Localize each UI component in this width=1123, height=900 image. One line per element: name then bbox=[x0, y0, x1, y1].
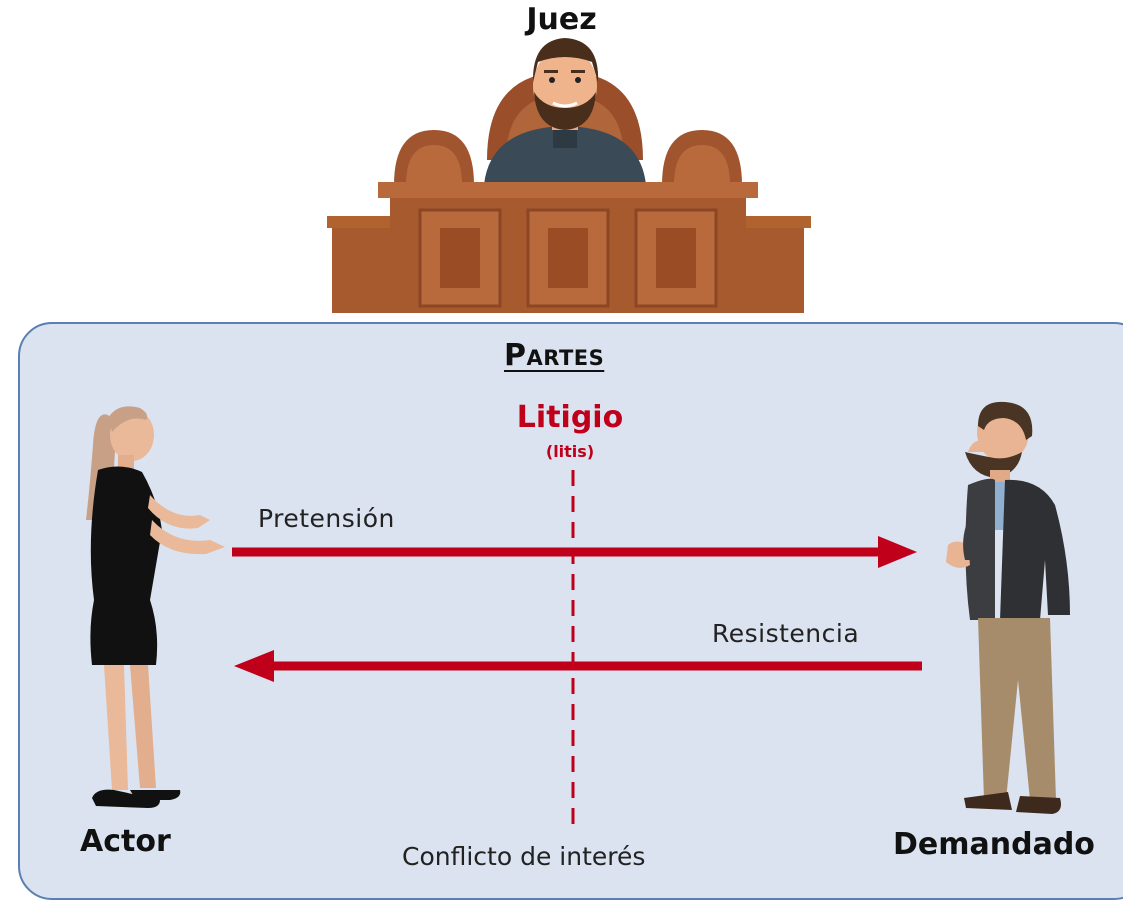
judge-robe bbox=[484, 126, 646, 185]
conflict-label: Conflicto de interés bbox=[402, 842, 646, 871]
defendant-figure bbox=[946, 401, 1070, 814]
claim-arrow bbox=[232, 536, 917, 568]
litigation-title: Litigio bbox=[516, 400, 624, 435]
resistance-arrow bbox=[234, 650, 922, 682]
claim-label: Pretensión bbox=[258, 504, 395, 533]
defendant-label: Demandado bbox=[893, 827, 1095, 862]
judge-illustration bbox=[327, 38, 811, 313]
resistance-label: Resistencia bbox=[712, 619, 860, 648]
parties-title: Partes bbox=[504, 338, 605, 373]
actor-label: Actor bbox=[80, 824, 171, 859]
judge-label: Juez bbox=[526, 2, 597, 37]
parties-panel bbox=[18, 322, 1123, 900]
bench-top bbox=[378, 182, 758, 198]
litigation-subtitle: (litis) bbox=[545, 442, 595, 461]
actor-figure bbox=[86, 406, 225, 808]
judge-head bbox=[533, 48, 597, 124]
